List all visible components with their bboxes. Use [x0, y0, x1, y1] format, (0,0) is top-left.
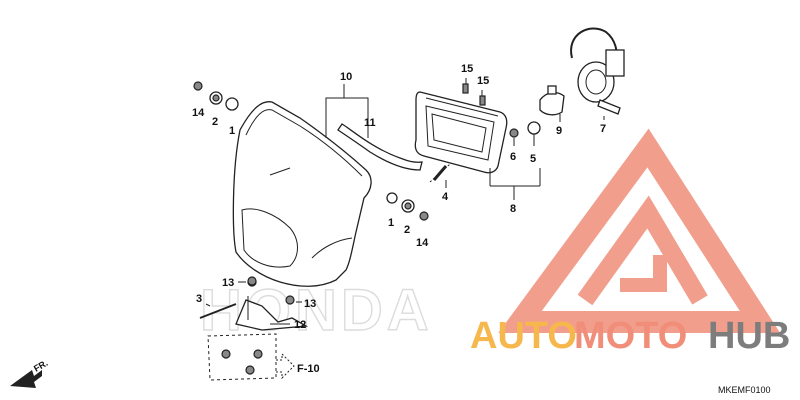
headlight-unit — [414, 91, 508, 174]
watermark-logo-icon — [498, 128, 781, 333]
bracket-assembly — [199, 276, 309, 331]
part-label-9: 9 — [556, 125, 562, 137]
trim-strip — [337, 123, 423, 171]
diagram-code: MKEMF0100 — [718, 385, 771, 395]
grommet-part — [509, 128, 519, 138]
reference-label: F-10 — [297, 363, 320, 375]
part-label-1b: 1 — [388, 217, 394, 229]
watermark-word-moto: MOTO — [574, 315, 687, 357]
watermark-wordmark: AUTO MOTO HUB — [470, 315, 790, 357]
bulb-part — [539, 85, 565, 116]
part-label-15a: 15 — [461, 63, 473, 75]
part-label-12: 12 — [294, 319, 306, 331]
part-label-6: 6 — [510, 151, 516, 163]
part-label-14b: 14 — [416, 237, 429, 249]
part-labels: 10 11 15 15 6 5 9 7 8 4 14 2 1 1 2 14 13… — [32, 63, 771, 395]
part-label-2b: 2 — [404, 224, 410, 236]
watermark-word-hub: HUB — [708, 315, 790, 357]
part-label-11: 11 — [364, 117, 376, 129]
part-label-13a: 13 — [222, 277, 234, 289]
part-label-2a: 2 — [212, 116, 218, 128]
socket-part — [527, 121, 541, 135]
part-label-15b: 15 — [477, 75, 489, 87]
reference-box — [207, 333, 295, 381]
connector-part — [570, 27, 625, 115]
part-label-1a: 1 — [229, 125, 235, 137]
part-label-4: 4 — [442, 191, 449, 203]
seal-part — [429, 163, 451, 183]
headlight-cowl — [232, 101, 372, 287]
direction-label: FR. — [32, 358, 50, 374]
fastener-set-left — [193, 81, 239, 111]
part-label-7: 7 — [600, 123, 606, 135]
part-label-3: 3 — [196, 293, 202, 305]
part-label-13b: 13 — [304, 298, 316, 310]
watermark-word-auto: AUTO — [470, 315, 577, 357]
fastener-set-right — [386, 192, 429, 221]
part-label-8: 8 — [510, 203, 516, 215]
part-label-14a: 14 — [192, 107, 205, 119]
direction-arrow-icon — [10, 370, 42, 388]
part-label-5: 5 — [530, 153, 536, 165]
part-label-10: 10 — [340, 71, 352, 83]
ghost-brand-text: HONDA — [200, 278, 433, 343]
leader-lines — [205, 78, 605, 325]
